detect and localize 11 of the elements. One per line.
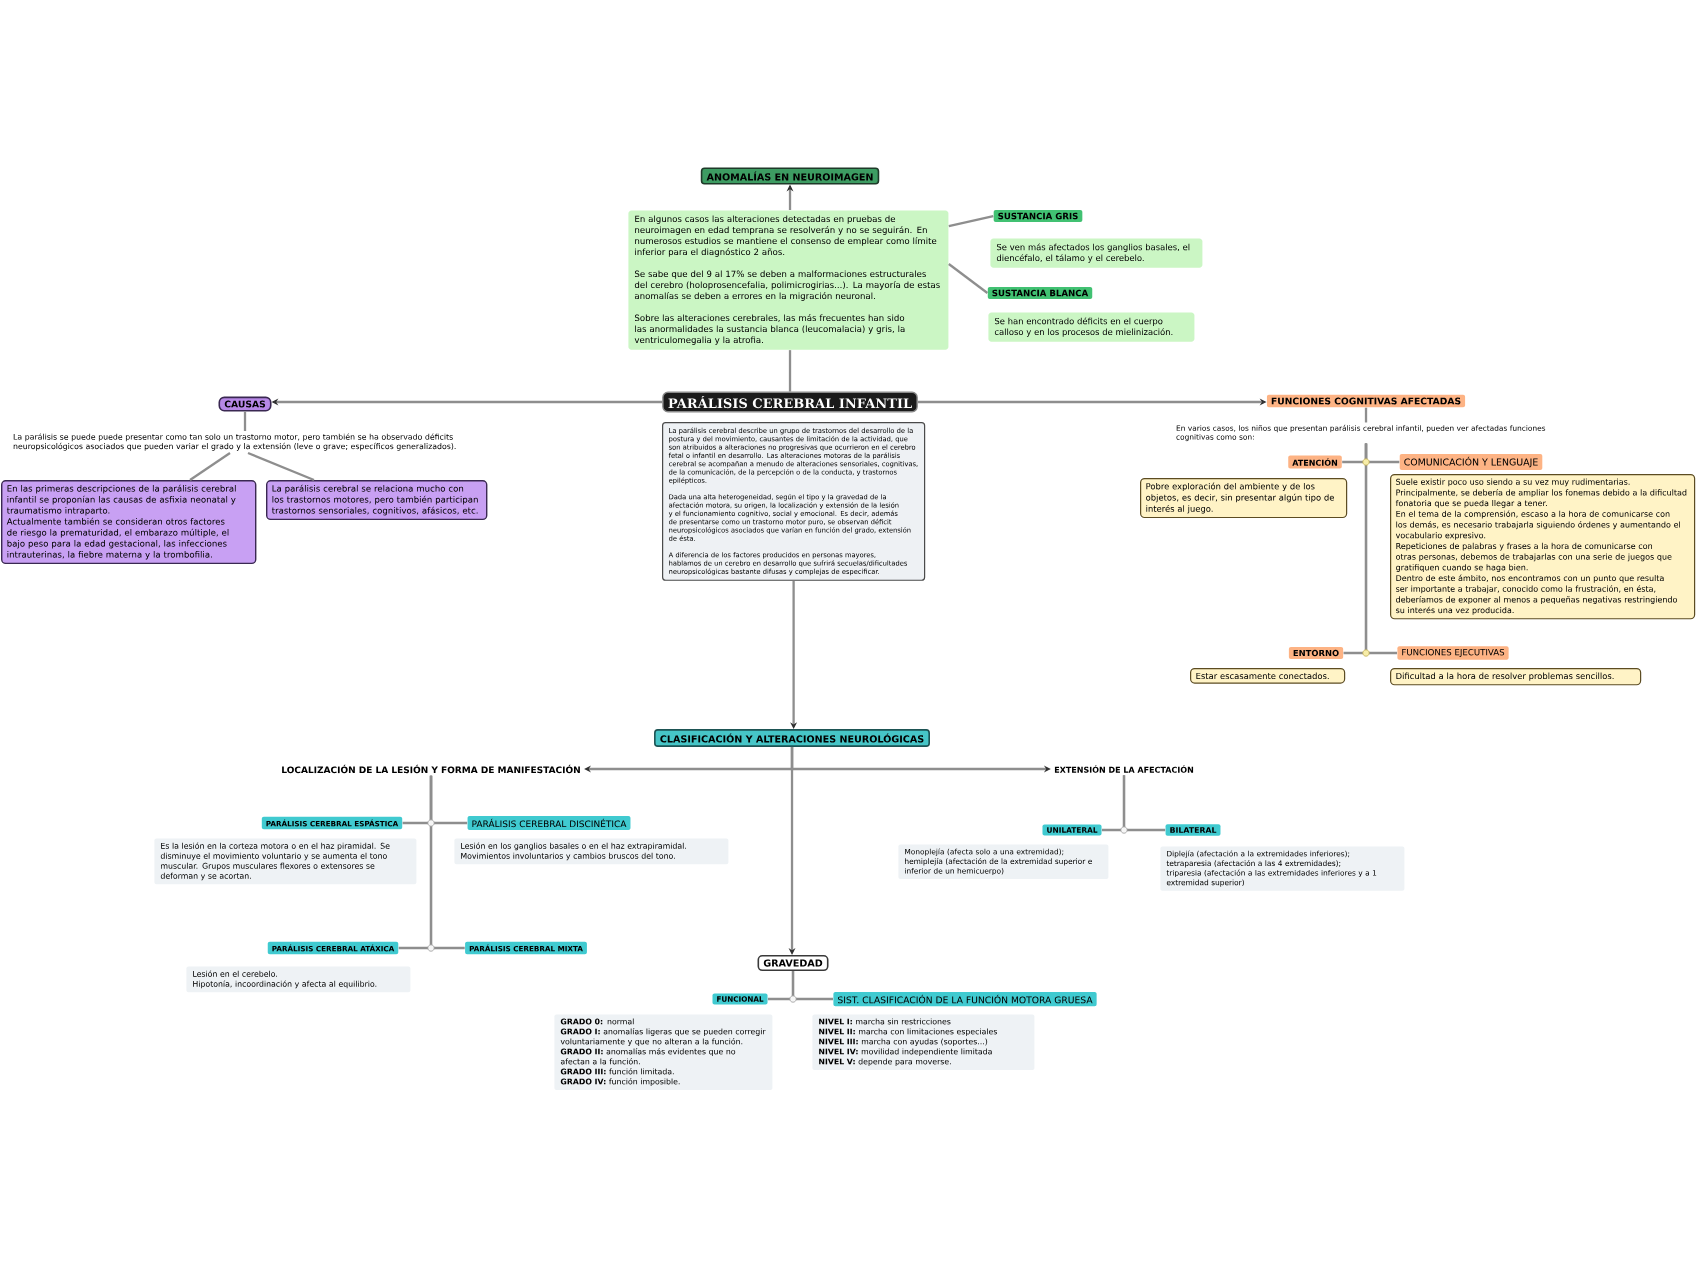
connector-line [1122, 775, 1166, 832]
connector-line [1364, 443, 1397, 655]
connector-line [429, 775, 465, 950]
connector-line [948, 214, 994, 228]
connector-line [791, 971, 833, 1001]
connector-line [243, 411, 247, 431]
connector-line [247, 451, 315, 482]
connector-line [948, 263, 989, 294]
connector-line [189, 452, 231, 481]
connector-line [788, 350, 792, 392]
connector-line [1364, 407, 1368, 423]
